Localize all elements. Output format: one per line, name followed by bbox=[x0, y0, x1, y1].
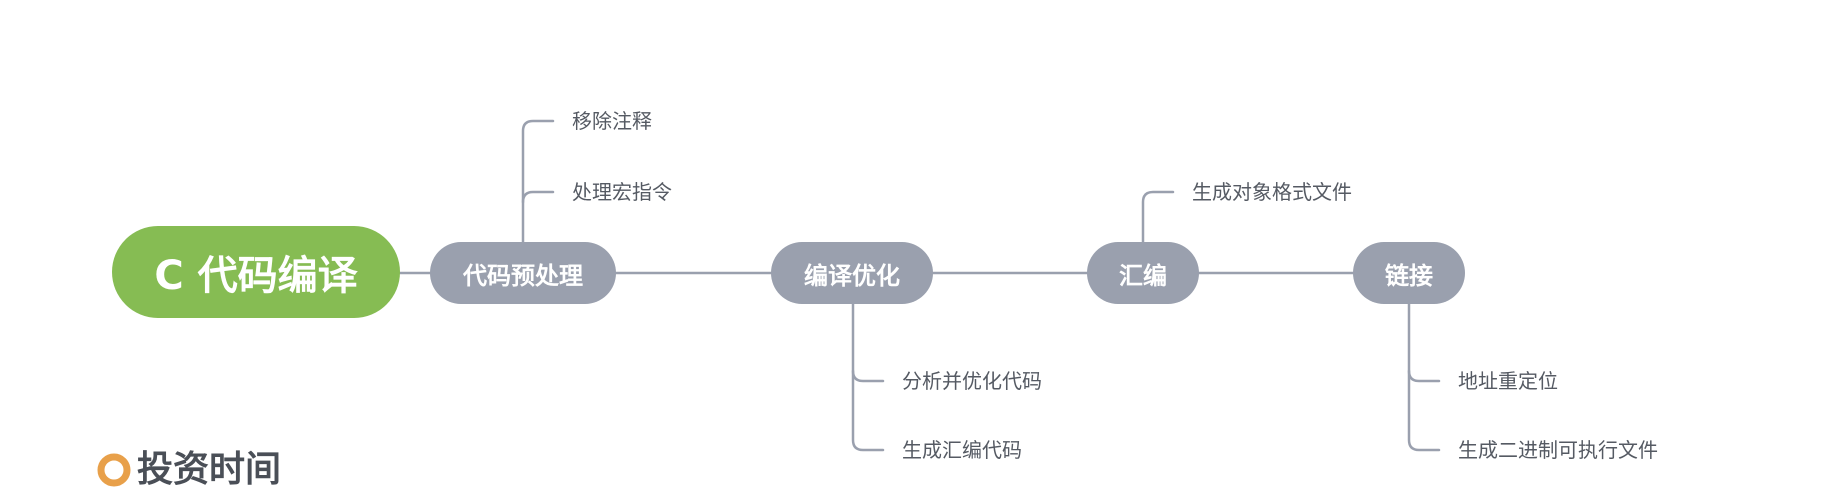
connector-macros bbox=[521, 190, 555, 204]
connector-gen-exec bbox=[1407, 369, 1441, 452]
connector-analyze bbox=[851, 302, 885, 383]
root-node[interactable]: C 代码编译 bbox=[112, 226, 400, 318]
connector-gen-asm bbox=[851, 369, 885, 452]
step-node-assemble[interactable]: 汇编 bbox=[1087, 242, 1199, 304]
leaf-generate-executable[interactable]: 生成二进制可执行文件 bbox=[1458, 438, 1658, 462]
leaf-address-relocation[interactable]: 地址重定位 bbox=[1458, 369, 1558, 393]
connector-lines bbox=[398, 119, 1441, 452]
location-pin-icon bbox=[97, 453, 131, 487]
connector-remove-comments bbox=[521, 119, 555, 244]
section-title: 投资时间 bbox=[137, 449, 282, 490]
leaf-generate-assembly[interactable]: 生成汇编代码 bbox=[902, 438, 1022, 462]
step-node-link[interactable]: 链接 bbox=[1353, 242, 1465, 304]
leaf-process-macros[interactable]: 处理宏指令 bbox=[572, 180, 672, 204]
leaf-generate-object-file[interactable]: 生成对象格式文件 bbox=[1192, 180, 1352, 204]
step-node-compile-optimize[interactable]: 编译优化 bbox=[771, 242, 933, 304]
leaf-analyze-optimize[interactable]: 分析并优化代码 bbox=[902, 369, 1042, 393]
connector-relocate bbox=[1407, 302, 1441, 383]
mindmap-canvas: C 代码编译 代码预处理 编译优化 汇编 链接 移除注释 处理宏指令 分析并优化… bbox=[97, 109, 1658, 490]
leaf-remove-comments[interactable]: 移除注释 bbox=[572, 109, 652, 133]
connector-object-file bbox=[1141, 190, 1175, 244]
step-node-preprocess[interactable]: 代码预处理 bbox=[430, 242, 616, 304]
section-header: 投资时间 bbox=[97, 450, 281, 490]
